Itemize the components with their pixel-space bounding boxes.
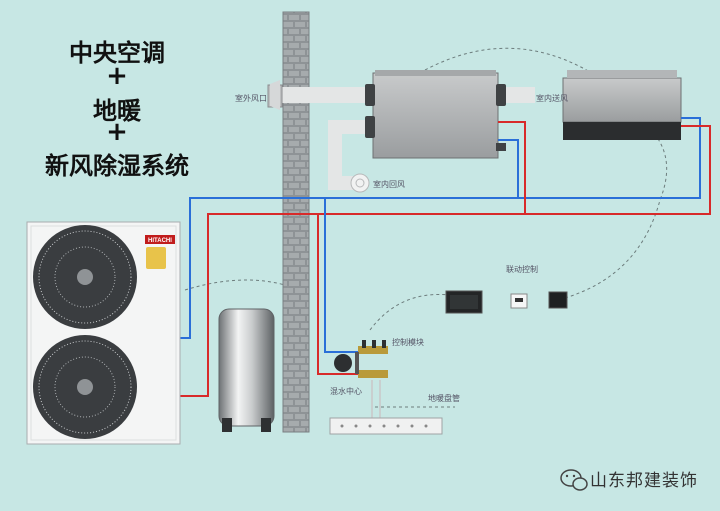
brand-badge [145, 235, 175, 244]
cold-pipe-main [180, 117, 701, 339]
return-grille [350, 173, 370, 193]
water-tank [218, 308, 275, 432]
title-plus-2: + [106, 117, 128, 147]
watermark: 山东邦建装饰 [558, 466, 698, 491]
outdoor-vent-hood [267, 80, 283, 110]
watermark-text: 山东邦建装饰 [590, 471, 698, 491]
title-line-1: 中央空调 [69, 39, 165, 67]
hot-pipe-dehumidifier [498, 121, 526, 214]
hot-pipe-main [180, 125, 711, 397]
brand-logo: HITACHI [148, 238, 172, 244]
manifold-feed-blue [312, 197, 360, 353]
label-linkage-control: 联动控制 [506, 265, 538, 274]
label-indoor-supply: 室内送风 [536, 94, 568, 103]
label-indoor-return: 室内回风 [373, 180, 405, 189]
label-control-module: 控制模块 [392, 338, 424, 347]
title-plus-1: + [106, 61, 128, 91]
cold-pipe-dehumidifier [498, 139, 519, 198]
humidistat [548, 291, 568, 309]
wechat-icon [560, 469, 588, 491]
return-grille-ring [355, 178, 365, 188]
title-line-2: 地暖 [93, 97, 141, 125]
fresh-air-dehumidifier-unit [365, 70, 506, 159]
water-mixing-center [334, 340, 388, 378]
outdoor-ac-unit: HITACHI [26, 221, 181, 445]
indoor-ac-unit [562, 70, 682, 140]
title-line-3: 新风除湿系统 [45, 152, 189, 180]
floor-supply [371, 380, 381, 420]
label-outdoor-inlet: 室外风口 [235, 94, 267, 103]
label-floor-coil: 地暖盘管 [428, 394, 460, 403]
control-panels [445, 290, 568, 314]
floor-heating-coil [329, 417, 443, 435]
brick-wall [282, 11, 310, 433]
pipes [180, 117, 711, 420]
manifold-feed-red [312, 213, 360, 375]
label-water-center: 混水中心 [330, 387, 362, 396]
energy-sticker [146, 247, 166, 269]
